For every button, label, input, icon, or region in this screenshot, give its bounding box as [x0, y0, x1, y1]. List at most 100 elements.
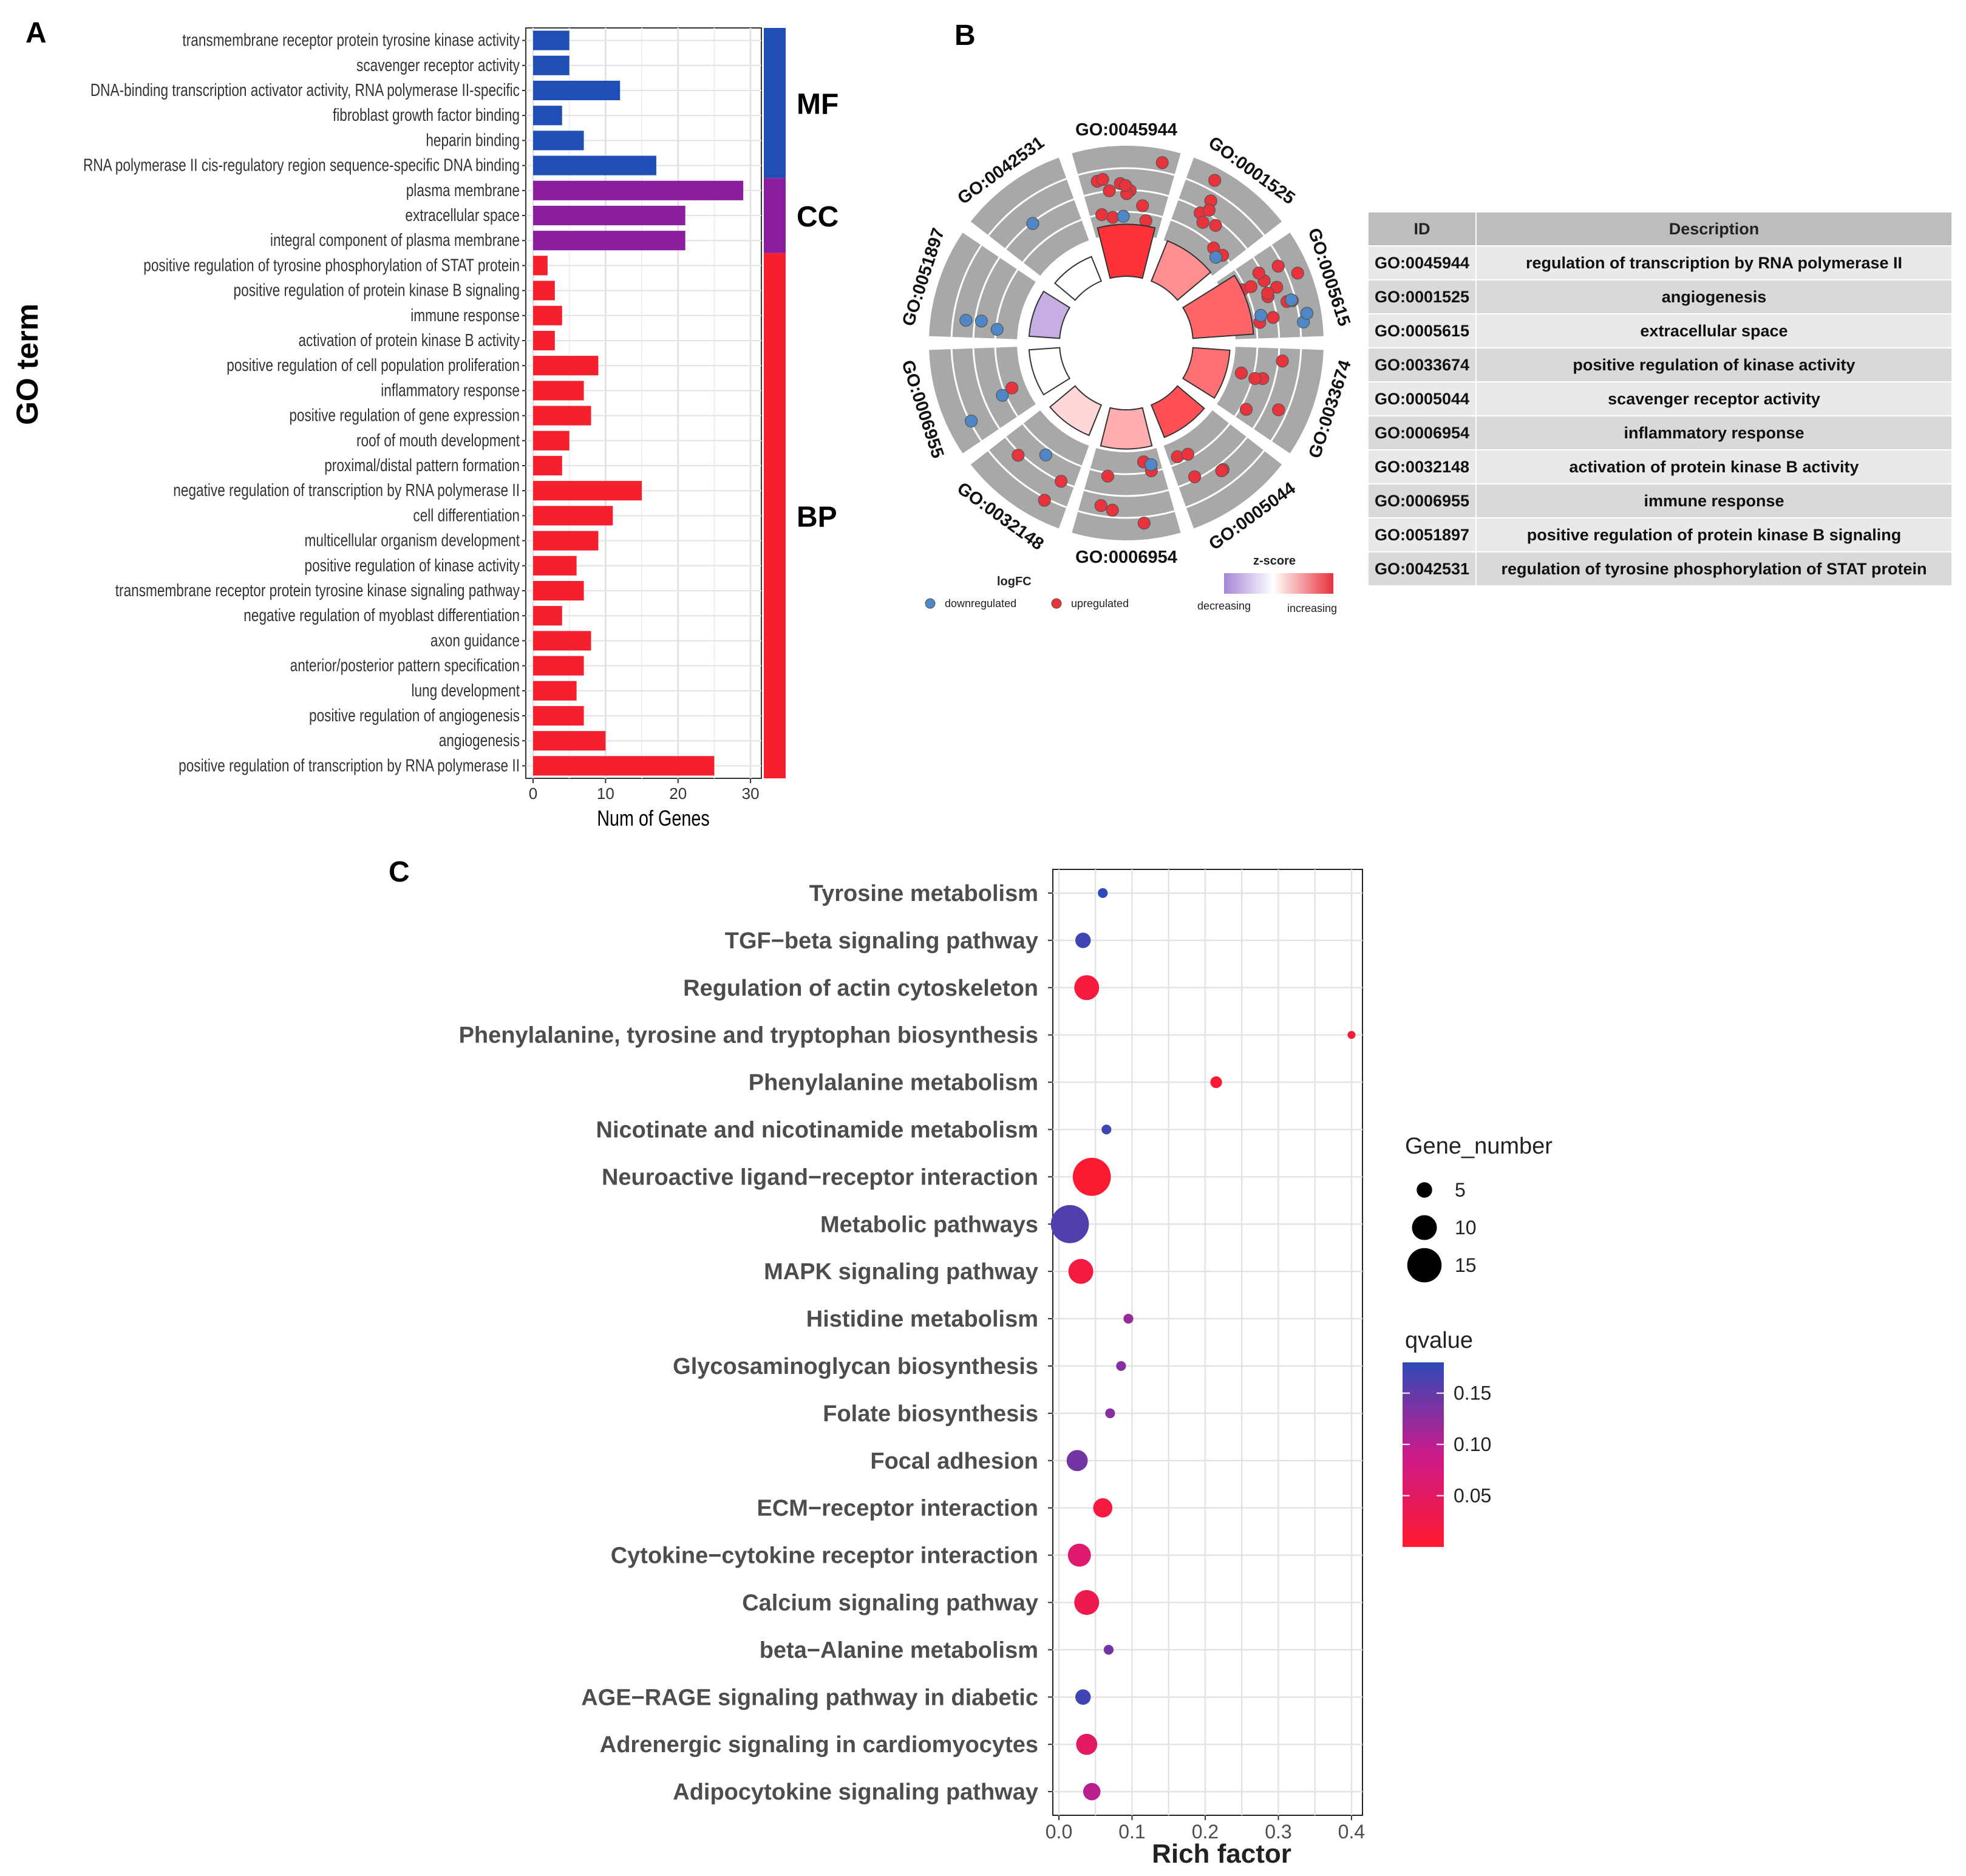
- term-ring-line: [994, 347, 1019, 417]
- size-legend-label: 15: [1455, 1254, 1477, 1276]
- upregulated-gene-point: [1244, 280, 1257, 293]
- pathway-point: [1050, 1205, 1089, 1243]
- table-cell-id: GO:0005615: [1367, 313, 1477, 348]
- pathway-point: [1093, 1498, 1113, 1518]
- term-ring-line: [1270, 348, 1302, 441]
- category-label: proximal/distal pattern formation: [324, 455, 520, 475]
- table-cell-id: GO:0001525: [1367, 279, 1477, 314]
- pathway-label: ECM−receptor interaction: [757, 1496, 1039, 1521]
- term-zscore-sector: [1054, 256, 1103, 301]
- term-zscore-sector: [1028, 290, 1071, 339]
- upregulated-gene-point: [1119, 178, 1132, 192]
- category-label: immune response: [410, 305, 520, 325]
- panel-label-c: C: [389, 856, 410, 888]
- size-legend-point: [1417, 1182, 1432, 1198]
- upregulated-gene-point: [1103, 184, 1116, 197]
- term-outer-sector: [929, 233, 1036, 339]
- bar: [533, 481, 642, 501]
- pathway-label: Glycosaminoglycan biosynthesis: [673, 1354, 1038, 1379]
- upregulated-gene-point: [1136, 199, 1149, 212]
- pathway-point: [1098, 888, 1108, 899]
- bar: [533, 330, 555, 351]
- panel-label-b: B: [954, 19, 976, 52]
- bar: [533, 55, 570, 75]
- gene-number-legend-title: Gene_number: [1405, 1133, 1553, 1159]
- category-label: anterior/posterior pattern specification: [290, 655, 520, 675]
- term-zscore-sector: [1028, 347, 1071, 396]
- upregulated-gene-point: [1202, 203, 1216, 217]
- downregulated-gene-point: [996, 389, 1009, 402]
- pathway-label: AGE−RAGE signaling pathway in diabetic: [581, 1685, 1038, 1710]
- upregulated-gene-point: [1215, 464, 1228, 478]
- upregulated-gene-point: [1038, 494, 1051, 507]
- pathway-point: [1116, 1361, 1126, 1371]
- pathway-label: Calcium signaling pathway: [742, 1590, 1038, 1616]
- table-cell-id: GO:0005044: [1367, 381, 1477, 416]
- pathway-label: TGF−beta signaling pathway: [725, 928, 1038, 954]
- category-label: positive regulation of cell population p…: [226, 355, 520, 375]
- table-header-id: ID: [1367, 211, 1477, 246]
- downregulated-gene-point: [1285, 293, 1298, 307]
- term-ring-line: [1171, 423, 1231, 467]
- bar: [533, 106, 562, 126]
- upregulated-gene-point: [1276, 355, 1289, 368]
- bar: [533, 231, 685, 251]
- term-ring-line: [1078, 510, 1175, 519]
- bar: [533, 430, 570, 450]
- category-label: plasma membrane: [406, 180, 520, 200]
- category-label: positive regulation of angiogenesis: [309, 705, 520, 725]
- pathway-label: Adrenergic signaling in cardiomyocytes: [600, 1732, 1038, 1758]
- pathway-label: Phenylalanine metabolism: [749, 1070, 1038, 1096]
- upregulated-gene-point: [1248, 372, 1262, 386]
- zscore-high-label: increasing: [1287, 602, 1337, 614]
- downregulated-gene-point: [1254, 308, 1268, 322]
- term-ring-line: [1185, 177, 1265, 236]
- upregulated-gene-point: [1095, 208, 1109, 222]
- pathway-point: [1068, 1259, 1094, 1284]
- pathway-label: Neuroactive ligand−receptor interaction: [602, 1164, 1038, 1190]
- term-ring-line: [1234, 269, 1259, 339]
- bar: [533, 356, 599, 376]
- category-label: multicellular organism development: [305, 530, 520, 550]
- chart-c-plot-area: [1052, 869, 1363, 1816]
- pathway-point: [1074, 1589, 1100, 1615]
- table-cell-description: inflammatory response: [1475, 415, 1953, 450]
- pathway-label: Phenylalanine, tyrosine and tryptophan b…: [459, 1023, 1038, 1048]
- upregulated-gene-point: [1188, 470, 1202, 483]
- size-legend-point: [1412, 1215, 1437, 1240]
- downregulated-gene-point: [1117, 209, 1130, 223]
- category-label: positive regulation of tyrosine phosphor…: [143, 255, 520, 275]
- pathway-point: [1067, 1543, 1091, 1567]
- bar: [533, 80, 621, 101]
- pathway-point: [1075, 1689, 1091, 1705]
- pathway-point: [1210, 1076, 1222, 1089]
- chart-a-xtick-label: 20: [669, 784, 687, 803]
- term-outer-sector: [970, 157, 1089, 276]
- category-label: fibroblast growth factor binding: [333, 104, 520, 124]
- category-label: RNA polymerase II cis-regulatory region …: [83, 155, 520, 175]
- pathway-label: MAPK signaling pathway: [764, 1259, 1038, 1285]
- size-legend-label: 10: [1455, 1217, 1477, 1239]
- group-strip: [764, 28, 786, 178]
- upregulated-gene-point: [1234, 366, 1248, 380]
- downregulated-gene-point: [1145, 458, 1158, 471]
- pathway-point: [1105, 1408, 1115, 1418]
- table-cell-description: immune response: [1475, 483, 1953, 518]
- colorbar-tick-label: 0.10: [1454, 1433, 1491, 1455]
- group-strip: [764, 178, 786, 253]
- downregulated-legend-point: [925, 598, 936, 609]
- colorbar-tick-label: 0.15: [1454, 1382, 1491, 1404]
- term-ring-line: [1078, 167, 1175, 176]
- bar: [533, 155, 656, 175]
- category-label: inflammatory response: [381, 380, 520, 400]
- chart-c-xlabel: Rich factor: [1152, 1839, 1291, 1869]
- pathway-point: [1072, 1158, 1111, 1196]
- panel-label-a: A: [26, 17, 47, 49]
- pathway-label: Regulation of actin cytoskeleton: [683, 976, 1038, 1001]
- downregulated-gene-point: [959, 313, 973, 327]
